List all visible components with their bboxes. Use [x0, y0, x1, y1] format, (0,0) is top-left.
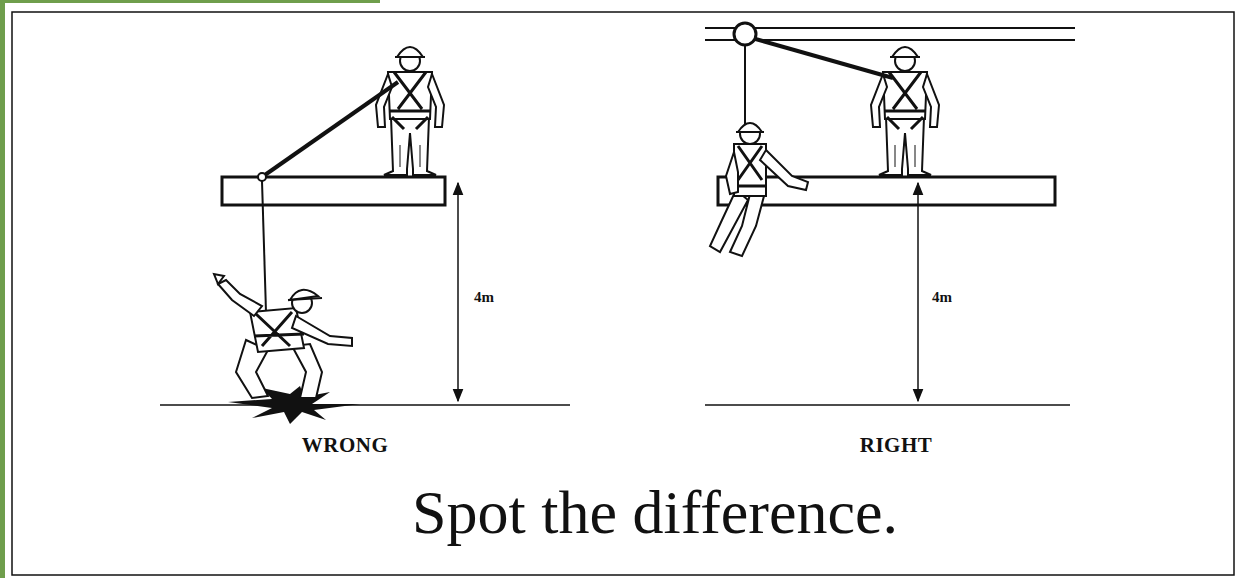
dimension-label: 4m	[474, 289, 494, 306]
caption: Spot the difference.	[412, 477, 898, 548]
dimension-label: 4m	[932, 289, 952, 306]
verdict-label: RIGHT	[860, 433, 933, 458]
verdict-label: WRONG	[302, 433, 389, 458]
